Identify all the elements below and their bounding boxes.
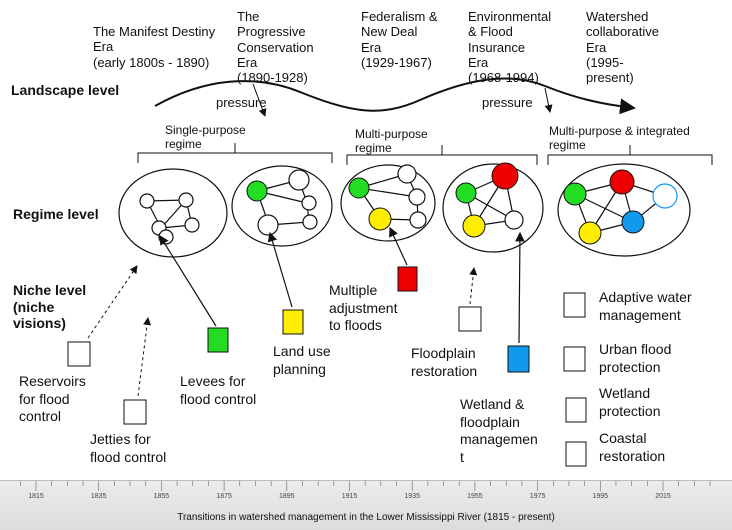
pressure-arrow-1 <box>252 83 267 117</box>
arrow-multiple-adjustment <box>389 226 408 266</box>
node-white <box>184 217 200 233</box>
regime-ellipse-2 <box>231 165 333 247</box>
node-red <box>609 169 635 195</box>
brace-single-purpose <box>137 143 333 163</box>
legend-box <box>565 397 587 423</box>
niche-box-wetland-floodplain <box>507 345 530 373</box>
timeline-tick-label: 1915 <box>341 493 358 500</box>
node-white <box>288 169 310 191</box>
regime-level-label: Regime level <box>13 206 99 222</box>
node-white <box>397 164 417 184</box>
era-environmental-flood-insurance: Environmental & Flood Insurance Era (196… <box>468 9 552 86</box>
niche-label-multiple-adjustment: Multiple adjustment to floods <box>329 282 398 333</box>
niche-label-jetties: Jetties for flood control <box>90 431 167 465</box>
niche-box-levees <box>207 327 229 353</box>
node-blue <box>621 210 645 234</box>
timeline-ruler: 1815 1835 1855 1875 1895 1915 1935 1955 1975 1995… <box>0 480 732 530</box>
timeline-tick-label: 1895 <box>279 493 295 500</box>
arrow-reservoirs-dashed <box>87 265 138 339</box>
regime-ellipse-4 <box>442 163 544 253</box>
timeline-tick-label: 1975 <box>529 493 546 500</box>
niche-box-multiple-adjustment <box>397 266 418 292</box>
regime-ellipse-3 <box>340 164 436 242</box>
node-yellow <box>462 214 486 238</box>
regime-ellipse-1 <box>118 168 228 258</box>
niche-label-floodplain-restoration: Floodplain restoration <box>411 345 478 379</box>
pressure-label: pressure <box>216 95 267 110</box>
regime-group-single-purpose: Single-purpose regime <box>165 123 246 152</box>
legend-box <box>563 292 586 318</box>
era-manifest-destiny: The Manifest Destiny Era (early 1800s - … <box>93 24 216 70</box>
era-watershed-collaborative: Watershed collaborative Era (1995- prese… <box>586 9 659 86</box>
node-white <box>302 214 318 230</box>
node-green <box>455 182 477 204</box>
node-white <box>408 188 426 206</box>
timeline-tick-label: 2015 <box>655 493 671 500</box>
node-yellow <box>368 207 392 231</box>
node-green <box>348 177 370 199</box>
legend-box <box>563 346 586 372</box>
legend-wetland-protection: Wetland protection <box>599 385 661 419</box>
node-green <box>246 180 268 202</box>
timeline-ticks <box>20 481 711 491</box>
niche-box-floodplain-restoration <box>458 306 482 332</box>
legend-box <box>565 441 587 467</box>
legend-adaptive-water: Adaptive water management <box>599 289 692 323</box>
regime-ellipse-5 <box>557 163 691 257</box>
diagram-graphics <box>67 77 713 467</box>
node-green <box>563 182 587 206</box>
pressure-label: pressure <box>482 95 533 110</box>
arrow-levees <box>159 234 217 327</box>
node-white <box>139 193 155 209</box>
brace-multi-purpose <box>346 145 538 165</box>
niche-box-jetties <box>123 399 147 425</box>
timeline-tick-label: 1935 <box>404 493 420 500</box>
niche-box-reservoirs <box>67 341 91 367</box>
niche-level-label: Niche level (niche visions) <box>13 282 87 332</box>
node-white <box>301 195 317 211</box>
niche-box-land-use <box>282 309 304 335</box>
timeline-tick-label: 1875 <box>216 493 232 500</box>
legend-urban-flood: Urban flood protection <box>599 341 672 375</box>
node-white <box>409 211 427 229</box>
node-white <box>178 192 194 208</box>
landscape-level-label: Landscape level <box>11 82 120 98</box>
landscape-pressure-wave <box>154 77 636 115</box>
node-white <box>504 210 524 230</box>
timeline-tick-label: 1995 <box>592 493 609 500</box>
regime-group-multi-integrated: Multi-purpose & integrated regime <box>549 124 690 153</box>
era-federalism-new-deal: Federalism & New Deal Era (1929-1967) <box>361 9 438 70</box>
regime-group-multi-purpose: Multi-purpose regime <box>355 127 428 156</box>
niche-label-levees: Levees for flood control <box>180 373 257 407</box>
brace-multi-integrated <box>547 145 713 165</box>
niche-label-wetland-floodplain: Wetland & floodplain managemen t <box>460 396 538 465</box>
arrow-jetties-dashed <box>137 317 152 397</box>
niche-label-land-use: Land use planning <box>273 343 331 377</box>
legend-coastal-restoration: Coastal restoration <box>599 430 666 464</box>
timeline-tick-label: 1855 <box>153 493 170 500</box>
niche-label-reservoirs: Reservoirs for flood control <box>19 373 86 424</box>
pressure-arrow-2 <box>544 87 553 113</box>
node-red <box>491 162 519 190</box>
arrow-land-use <box>267 231 293 308</box>
arrow-floodplain-dashed <box>469 267 478 305</box>
arrow-wetland <box>515 231 525 344</box>
timeline-tick-label: 1955 <box>467 493 483 500</box>
node-yellow <box>578 221 602 245</box>
timeline-tick-label: 1835 <box>90 493 107 500</box>
era-progressive-conservation: The Progressive Conservation Era (1890-1… <box>237 9 314 86</box>
node-white <box>652 183 678 209</box>
node-white <box>257 214 279 236</box>
timeline-caption: Transitions in watershed management in t… <box>177 512 555 523</box>
timeline-tick-label: 1815 <box>28 493 44 500</box>
